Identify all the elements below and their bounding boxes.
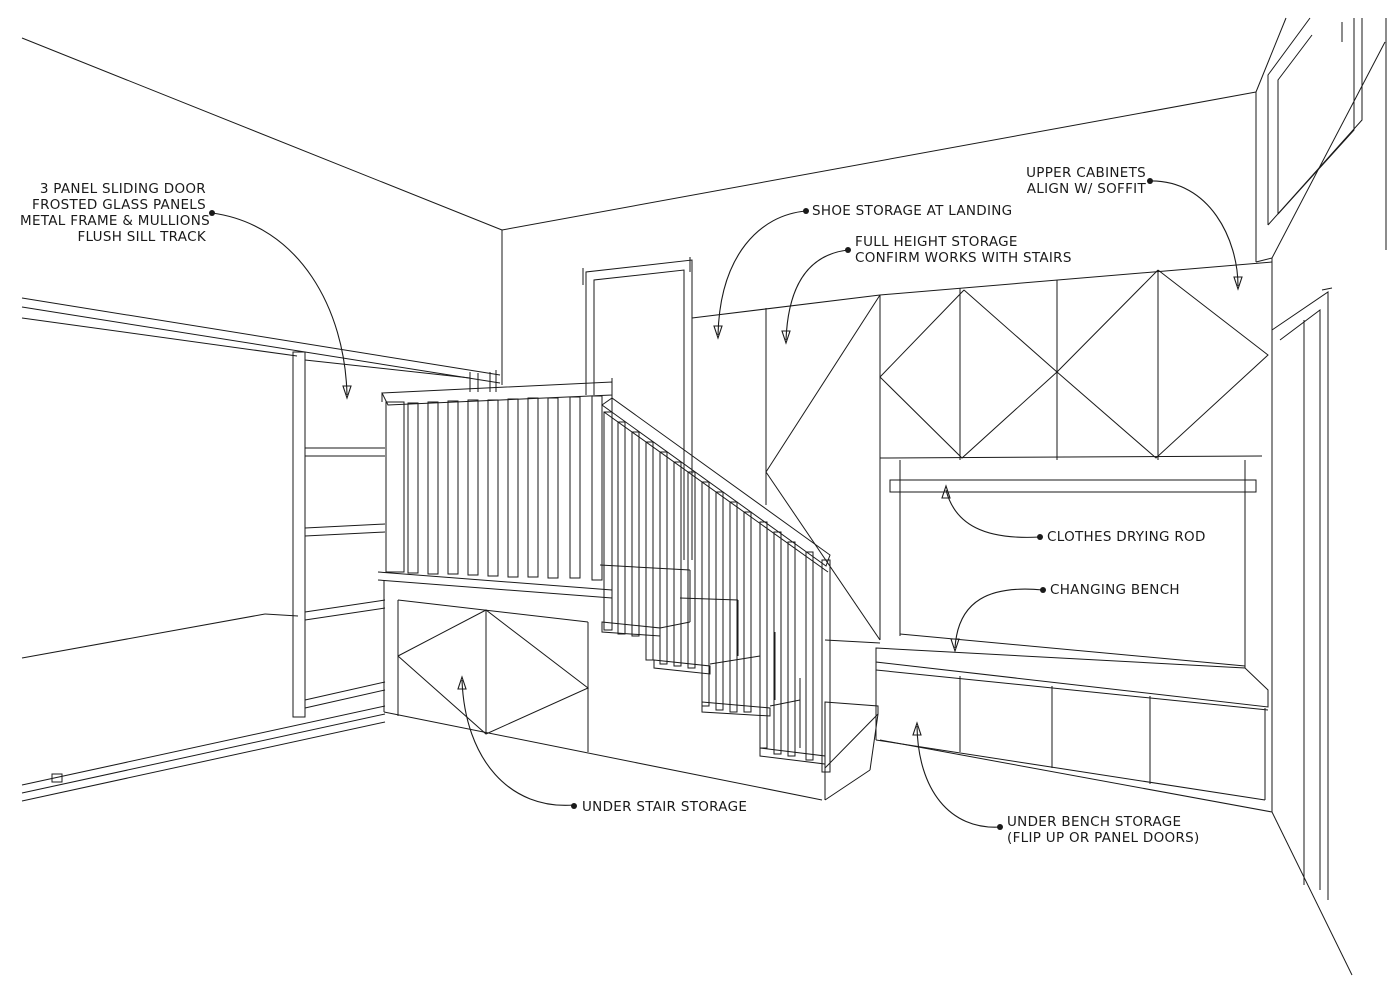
sliding-door [21,297,501,802]
changing-bench-annotation: CHANGING BENCH [1050,582,1180,598]
bench-niche [875,460,1269,801]
stair-run [599,564,879,801]
stair-handrail [601,397,831,773]
changing-bench-line: CHANGING BENCH [1050,582,1180,598]
under-stair-storage-line: UNDER STAIR STORAGE [582,799,748,815]
upper-cabinets-line-2: ALIGN W/ SOFFIT [1026,181,1146,197]
upper-window [1267,17,1363,226]
upper-cabinets [879,261,1273,640]
under-bench-storage-line-2: (FLIP UP OR PANEL DOORS) [1007,830,1200,846]
clothes-drying-rod-annotation: CLOTHES DRYING ROD [1047,529,1206,545]
back-door [582,257,693,560]
upper-cabinets-annotation: UPPER CABINETS ALIGN W/ SOFFIT [1010,165,1146,197]
upper-cabinets-line-1: UPPER CABINETS [1026,165,1146,181]
shoe-storage-line: SHOE STORAGE AT LANDING [812,203,1013,219]
full-height-storage-line-2: CONFIRM WORKS WITH STAIRS [855,250,1072,266]
bench-top [875,647,1269,708]
sliding-door-annotation: 3 PANEL SLIDING DOOR FROSTED GLASS PANEL… [20,181,210,245]
sliding-door-line-1: 3 PANEL SLIDING DOOR [39,181,206,197]
under-stair-box [383,580,823,801]
landing-railing [377,378,613,600]
leader-lines [209,178,1243,830]
full-height-storage-line-1: FULL HEIGHT STORAGE [855,234,1018,250]
under-bench-storage-line-1: UNDER BENCH STORAGE [1007,814,1182,830]
full-height-storage [691,294,881,644]
sliding-door-line-4: FLUSH SILL TRACK [77,229,206,245]
room-shell [21,17,1387,976]
drying-rod [889,479,1257,493]
under-stair-storage-annotation: UNDER STAIR STORAGE [582,799,747,815]
full-height-storage-annotation: FULL HEIGHT STORAGE CONFIRM WORKS WITH S… [855,234,1072,266]
right-door [1271,287,1333,900]
shoe-storage-annotation: SHOE STORAGE AT LANDING [812,203,1012,219]
clothes-drying-rod-line: CLOTHES DRYING ROD [1047,529,1206,545]
sliding-door-line-2: FROSTED GLASS PANELS [32,197,206,213]
under-bench-storage-annotation: UNDER BENCH STORAGE (FLIP UP OR PANEL DO… [1007,814,1200,846]
sliding-door-line-3: METAL FRAME & MULLIONS [20,213,210,229]
